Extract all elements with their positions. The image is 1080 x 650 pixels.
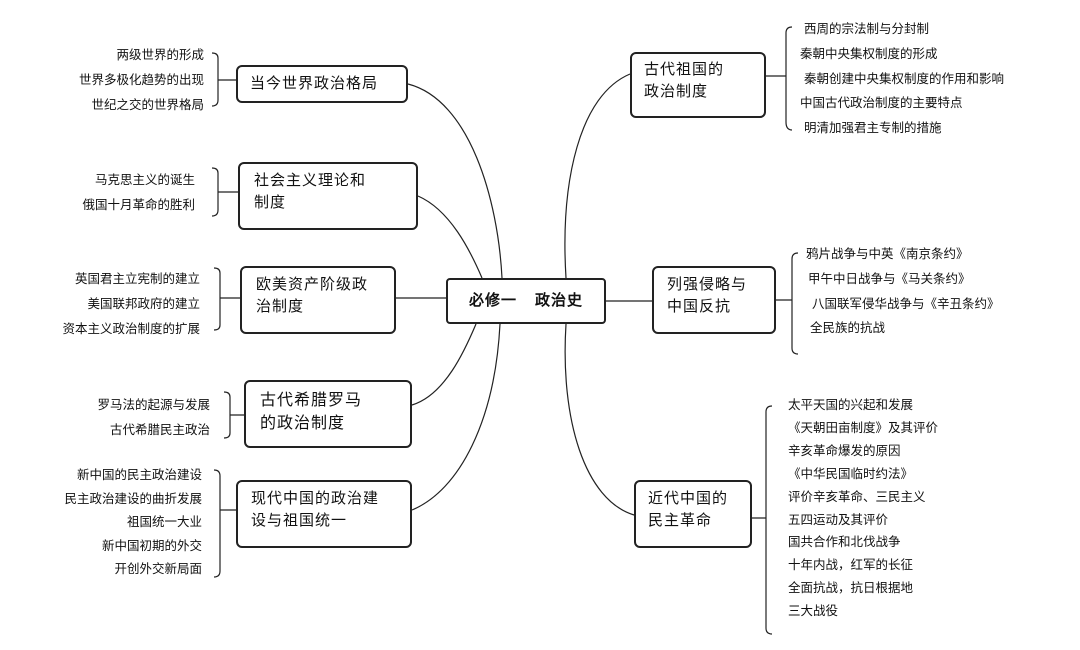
topic-line: 中国反抗 [667, 296, 732, 315]
bracket-invasion [776, 252, 799, 355]
topic-line: 社会主义理论和 [254, 171, 367, 189]
center-title-part2: 政治史 [535, 291, 584, 310]
topic-ancient: 古代祖国的 政治制度 [630, 52, 766, 118]
topic-line: 欧美资产阶级政 [256, 275, 369, 293]
leaves-invasion: 鸦片战争与中英《南京条约》 甲午中日战争与《马关条约》 八国联军侵华战争与《辛丑… [806, 242, 1000, 341]
leaf-item: 资本主义政治制度的扩展 [62, 320, 200, 336]
topic-line: 现代中国的政治建 [251, 489, 380, 507]
leaf-item: 明清加强君主专制的措施 [804, 120, 942, 136]
bracket-modern-revolution [752, 405, 773, 635]
topic-line: 的政治制度 [260, 413, 346, 433]
leaves-modern-revolution: 太平天国的兴起和发展 《天朝田亩制度》及其评价 辛亥革命爆发的原因 《中华民国临… [788, 394, 938, 623]
link-prc-politics [411, 323, 501, 511]
leaf-item: 国共合作和北伐战争 [788, 534, 901, 550]
leaf-item: 秦朝创建中央集权制度的作用和影响 [804, 70, 1005, 86]
link-world-pattern [407, 83, 503, 279]
leaf-item: 八国联军侵华战争与《辛丑条约》 [812, 295, 1000, 311]
topic-prc-politics: 现代中国的政治建 设与祖国统一 [236, 480, 412, 548]
leaf-item: 《天朝田亩制度》及其评价 [788, 419, 939, 435]
topic-line: 古代祖国的 [644, 60, 725, 78]
leaf-item: 三大战役 [788, 603, 839, 619]
bracket-world-pattern [211, 52, 236, 107]
topic-greece-rome: 古代希腊罗马 的政治制度 [244, 380, 412, 448]
leaf-item: 鸦片战争与中英《南京条约》 [806, 246, 969, 261]
leaf-item: 全民族的抗战 [810, 320, 886, 336]
leaf-item: 民主政治建设的曲折发展 [64, 490, 202, 506]
topic-line: 治制度 [256, 296, 305, 315]
leaf-item: 西周的宗法制与分封制 [804, 21, 930, 36]
topic-world-pattern: 当今世界政治格局 [236, 65, 408, 103]
topic-line: 政治制度 [644, 81, 709, 100]
leaf-item: 十年内战，红军的长征 [788, 557, 914, 573]
topic-line: 当今世界政治格局 [250, 74, 379, 92]
center-title-part1: 必修一 [468, 291, 517, 310]
topic-line: 设与祖国统一 [251, 510, 348, 529]
bracket-socialism [211, 167, 238, 217]
leaf-item: 辛亥革命爆发的原因 [788, 442, 901, 458]
link-modern-revolution [564, 323, 635, 516]
leaf-item: 《中华民国临时约法》 [788, 465, 914, 481]
leaf-item: 评价辛亥革命、三民主义 [788, 488, 926, 504]
leaf-item: 美国联邦政府的建立 [87, 295, 200, 311]
leaves-greece-rome: 罗马法的起源与发展 古代希腊民主政治 [97, 393, 210, 443]
leaf-item: 甲午中日战争与《马关条约》 [808, 270, 971, 286]
bracket-ancient [766, 26, 793, 131]
center-node: 必修一 政治史 [446, 278, 606, 324]
leaves-socialism: 马克思主义的诞生 俄国十月革命的胜利 [82, 168, 195, 218]
bracket-bourgeois [213, 267, 240, 331]
leaf-item: 祖国统一大业 [126, 514, 202, 529]
leaf-item: 全面抗战，抗日根据地 [788, 580, 914, 596]
leaf-item: 五四运动及其评价 [788, 511, 889, 527]
topic-bourgeois: 欧美资产阶级政 治制度 [240, 266, 396, 334]
bracket-prc-politics [213, 469, 236, 578]
topic-line: 近代中国的 [648, 489, 729, 507]
leaves-ancient: 西周的宗法制与分封制 秦朝中央集权制度的形成 秦朝创建中央集权制度的作用和影响 … [800, 17, 1005, 141]
leaf-item: 新中国的民主政治建设 [76, 467, 202, 482]
topic-line: 古代希腊罗马 [260, 390, 363, 409]
leaves-world-pattern: 两级世界的形成 世界多极化趋势的出现 世纪之交的世界格局 [79, 43, 204, 117]
leaves-bourgeois: 英国君主立宪制的建立 美国联邦政府的建立 资本主义政治制度的扩展 [62, 267, 200, 341]
topic-modern-revolution: 近代中国的 民主革命 [634, 480, 752, 548]
topic-line: 民主革命 [648, 510, 713, 529]
leaf-item: 罗马法的起源与发展 [97, 397, 210, 412]
topic-line: 列强侵略与 [667, 275, 748, 293]
leaf-item: 中国古代政治制度的主要特点 [800, 95, 963, 111]
leaf-item: 世纪之交的世界格局 [91, 96, 204, 112]
leaf-item: 太平天国的兴起和发展 [788, 397, 914, 412]
topic-socialism: 社会主义理论和 制度 [238, 162, 418, 230]
topic-line: 制度 [254, 192, 287, 211]
link-ancient [564, 73, 631, 279]
bracket-greece-rome [223, 391, 244, 439]
leaf-item: 秦朝中央集权制度的形成 [800, 45, 938, 61]
leaf-item: 两级世界的形成 [116, 47, 204, 62]
leaf-item: 新中国初期的外交 [101, 537, 202, 553]
leaf-item: 开创外交新局面 [114, 561, 202, 576]
leaf-item: 马克思主义的诞生 [94, 172, 195, 187]
link-greece-rome [411, 323, 477, 406]
leaf-item: 英国君主立宪制的建立 [74, 271, 200, 286]
leaves-prc-politics: 新中国的民主政治建设 民主政治建设的曲折发展 祖国统一大业 新中国初期的外交 开… [64, 463, 202, 581]
leaf-item: 俄国十月革命的胜利 [82, 196, 195, 212]
topic-invasion: 列强侵略与 中国反抗 [652, 266, 776, 334]
link-socialism [417, 195, 483, 279]
leaf-item: 古代希腊民主政治 [109, 421, 210, 437]
leaf-item: 世界多极化趋势的出现 [78, 71, 204, 87]
